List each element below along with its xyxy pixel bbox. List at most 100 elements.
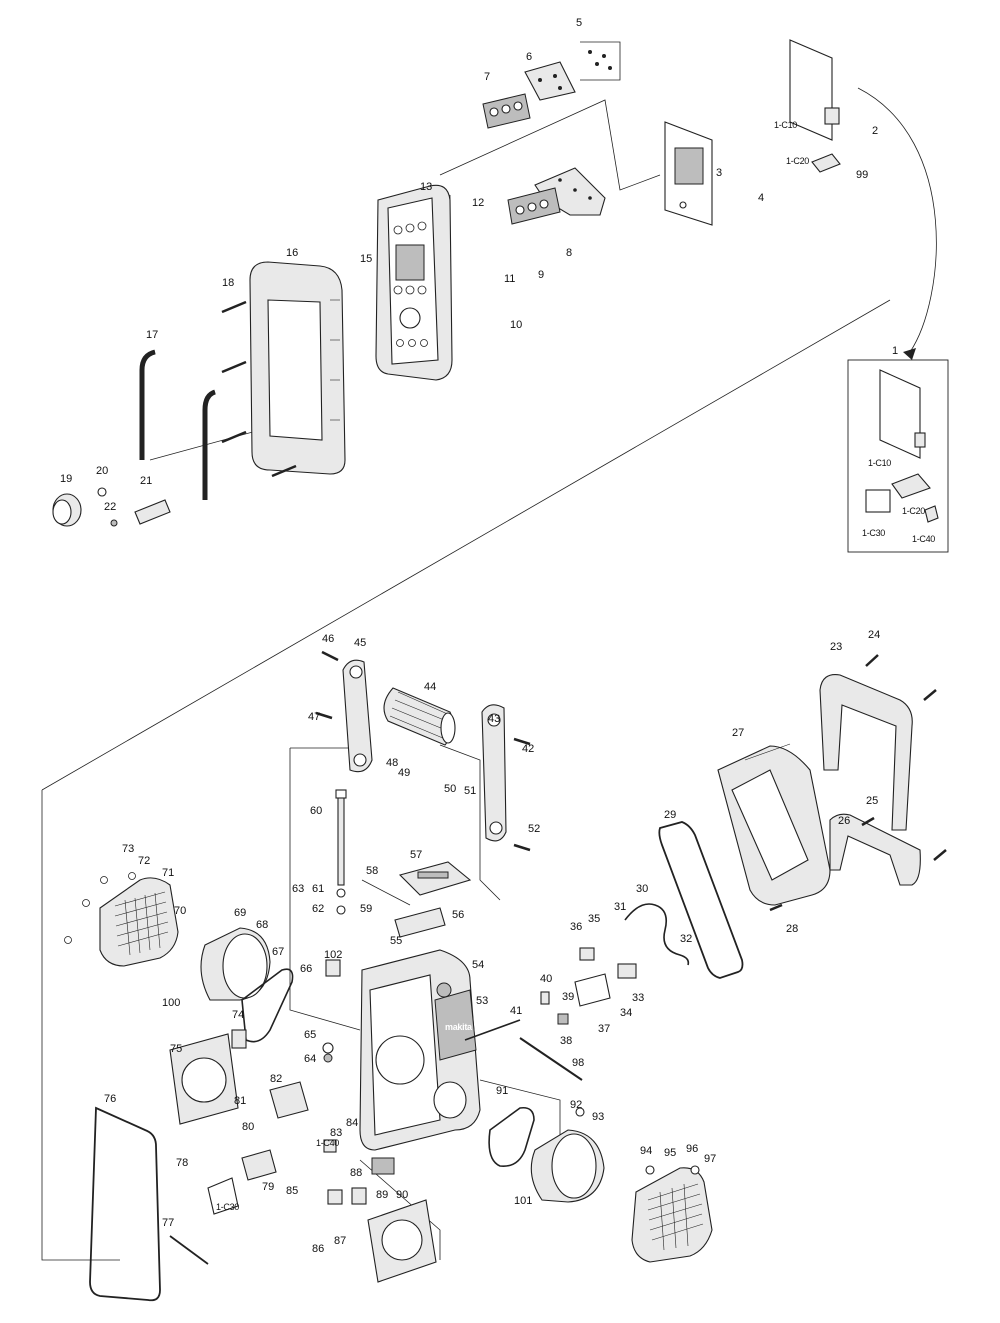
part-17-handles: [139, 349, 216, 500]
part-100-speaker: [200, 927, 271, 1001]
part-87-clip: [327, 1189, 343, 1205]
part-80-board: [241, 1149, 277, 1181]
part-27-rear-housing: [717, 743, 831, 906]
part-number-label-11: 11: [504, 273, 515, 285]
part-56-terminal: [361, 879, 446, 938]
part-number-label-37: 37: [598, 1023, 610, 1035]
part-1-c20-connector-top: [811, 153, 841, 173]
assembly-bracket-left-line: [41, 790, 120, 1261]
part-36-switch: [579, 947, 595, 961]
part-91-gasket: [488, 1106, 535, 1167]
part-number-label-47: 47: [308, 711, 320, 723]
part-102-module: [325, 959, 341, 977]
part-26-bottom-frame: [769, 813, 947, 912]
part-number-label-96: 96: [686, 1143, 698, 1155]
sub-part-label: 1-C20: [902, 506, 925, 516]
part-number-label-43: 43: [488, 713, 500, 725]
part-96-washer: [690, 1165, 700, 1175]
part-number-label-97: 97: [704, 1153, 716, 1165]
part-number-label-38: 38: [560, 1035, 572, 1047]
connector-line-43: [439, 744, 501, 901]
part-number-label-60: 60: [310, 805, 322, 817]
part-number-label-80: 80: [242, 1121, 254, 1133]
part-number-label-27: 27: [732, 727, 744, 739]
part-number-label-77: 77: [162, 1217, 174, 1229]
part-number-label-64: 64: [304, 1053, 316, 1065]
part-number-label-63: 63: [292, 883, 304, 895]
small-parts-33-40: [540, 947, 637, 1025]
part-77-pin: [169, 1235, 209, 1265]
part-40-clip: [540, 991, 550, 1005]
part-41-screw: [464, 1019, 521, 1041]
sub-part-label: 1-C40: [912, 534, 935, 544]
part-75-speaker-panel: [169, 1033, 239, 1125]
part-44-roller: [383, 687, 456, 746]
part-6-bracket: [524, 61, 576, 101]
part-number-label-93: 93: [592, 1111, 604, 1123]
part-number-label-76: 76: [104, 1093, 116, 1105]
part-number-label-62: 62: [312, 903, 324, 915]
part-number-label-15: 15: [360, 253, 372, 265]
part-number-label-45: 45: [354, 637, 366, 649]
sub-part-label: 1-C30: [862, 528, 885, 538]
part-number-label-17: 17: [146, 329, 158, 341]
part-98-rod: [519, 1037, 583, 1081]
screw-dot: [588, 50, 592, 54]
part-92-washer: [575, 1107, 585, 1117]
part-number-label-101: 101: [514, 1195, 532, 1207]
part-number-label-92: 92: [570, 1099, 582, 1111]
part-number-label-98: 98: [572, 1057, 584, 1069]
part-number-label-70: 70: [174, 905, 186, 917]
part-number-label-7: 7: [484, 71, 490, 83]
part-number-label-59: 59: [360, 903, 372, 915]
part-22-screw: [110, 519, 118, 527]
part-number-label-31: 31: [614, 901, 626, 913]
part-number-label-46: 46: [322, 633, 334, 645]
part-number-label-8: 8: [566, 247, 572, 259]
part-number-label-90: 90: [396, 1189, 408, 1201]
part-number-label-30: 30: [636, 883, 648, 895]
part-number-label-29: 29: [664, 809, 676, 821]
part-13-front-panel: [375, 184, 453, 381]
part-74-block: [231, 1029, 247, 1049]
part-number-label-73: 73: [122, 843, 134, 855]
part-number-label-99: 99: [856, 169, 868, 181]
part-34-switch: [617, 963, 637, 979]
part-28-screw: [769, 903, 783, 912]
part-101-speaker: [530, 1107, 605, 1203]
part-number-label-41: 41: [510, 1005, 522, 1017]
part-number-label-95: 95: [664, 1147, 676, 1159]
part-38-clip: [557, 1013, 569, 1025]
part-16-frame: [249, 261, 346, 475]
part-number-label-69: 69: [234, 907, 246, 919]
connector-line-45-body: [289, 748, 361, 1031]
part-45-bar: [315, 650, 373, 773]
bracket-5: [580, 41, 621, 81]
part-65-ring: [322, 1042, 334, 1054]
part-57-battery-cover: [398, 861, 472, 896]
curved-arrow-head: [903, 348, 916, 360]
part-number-label-10: 10: [510, 319, 522, 331]
part-number-label-48: 48: [386, 757, 398, 769]
part-number-label-71: 71: [162, 867, 174, 879]
part-1-c30-board: [207, 1177, 239, 1215]
part-number-label-75: 75: [170, 1043, 182, 1055]
sub-part-label: 1-C10: [868, 458, 891, 468]
part-61-washer: [336, 888, 346, 898]
part-number-label-24: 24: [868, 629, 880, 641]
part-number-label-28: 28: [786, 923, 798, 935]
sub-part-label: 1-C40: [316, 1138, 339, 1148]
part-55-main-housing: makita: [359, 949, 481, 1151]
part-number-label-23: 23: [830, 641, 842, 653]
part-number-label-33: 33: [632, 992, 644, 1004]
part-82-board: [269, 1081, 309, 1119]
part-number-label-53: 53: [476, 995, 488, 1007]
part-number-label-39: 39: [562, 991, 574, 1003]
part-number-label-13: 13: [420, 181, 432, 193]
part-29-gasket: [658, 821, 744, 979]
part-number-label-81: 81: [234, 1095, 246, 1107]
part-number-label-1: 1: [892, 345, 898, 357]
part-number-label-55: 55: [390, 935, 402, 947]
part-70-speaker-grille: [64, 872, 179, 967]
